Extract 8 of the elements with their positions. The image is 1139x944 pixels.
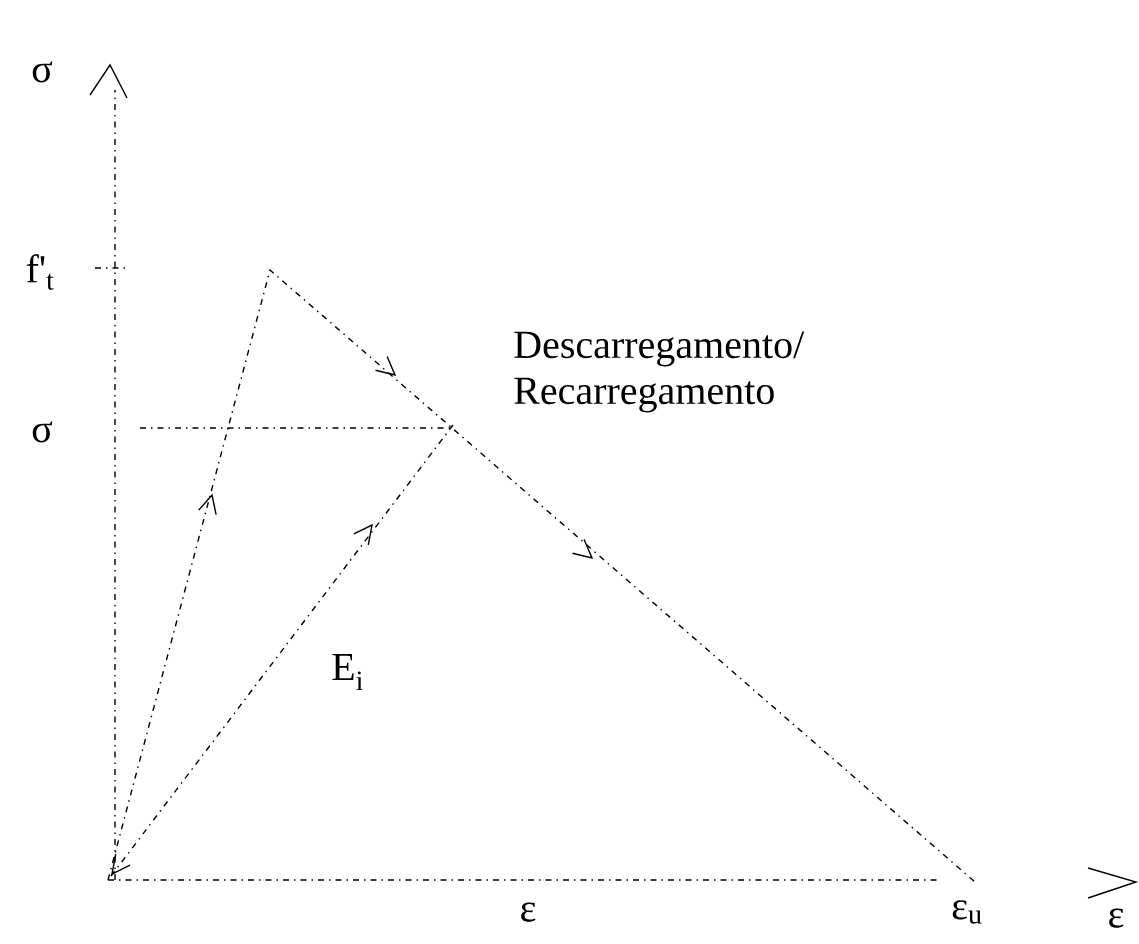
axis-label: σ — [32, 61, 53, 83]
axis-label: E$_{i}$ — [332, 653, 363, 691]
axis-label: ε — [521, 902, 536, 922]
axis-label: ε — [1109, 908, 1124, 928]
axis-label: σ — [32, 421, 53, 443]
axis-label: ε$_{u}$ — [952, 900, 982, 924]
axis-label: f'$_{t}$ — [26, 254, 54, 290]
annotation-text: Descarregamento/ Recarregamento — [514, 331, 805, 413]
